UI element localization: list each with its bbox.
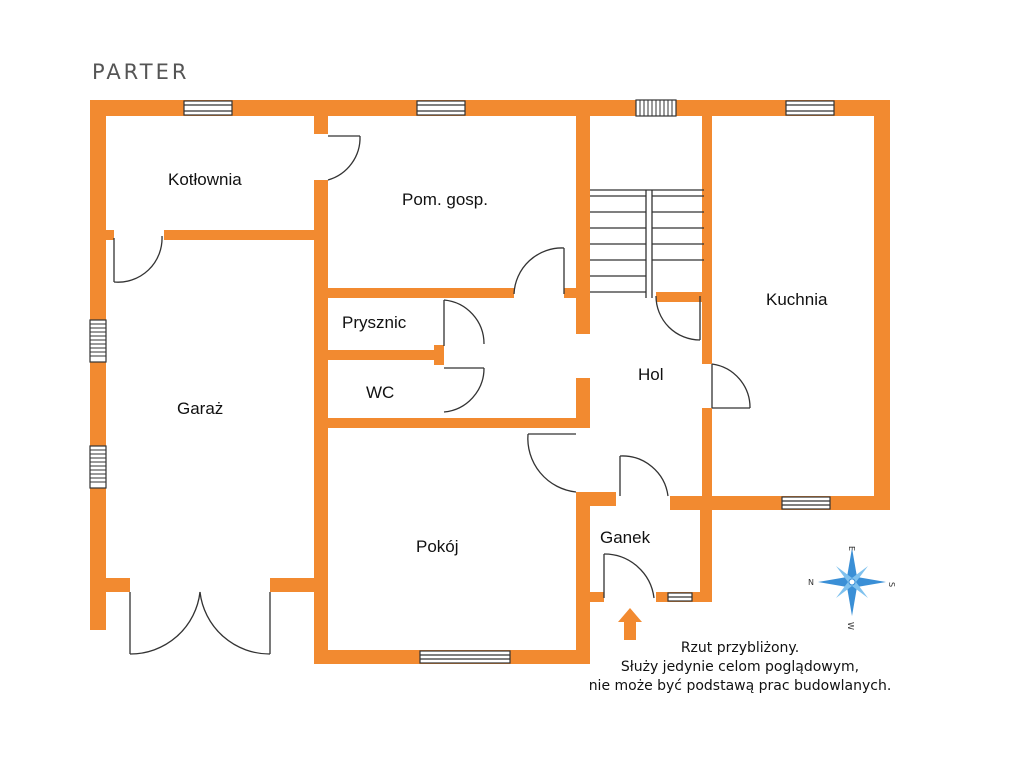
compass-n: N xyxy=(808,578,814,587)
wall-kitchen-bottom xyxy=(670,496,890,510)
door-kotlownia-pomgosp xyxy=(327,135,361,181)
entrance-arrow-icon xyxy=(618,608,642,640)
door-ganek-entrance xyxy=(603,553,655,599)
door-garage-double xyxy=(129,591,271,655)
wall-prysznic-wc xyxy=(324,350,444,360)
window-pokoj xyxy=(419,650,511,664)
wall-stair-bottom xyxy=(656,292,706,302)
room-label-prysznic: Prysznic xyxy=(342,313,407,332)
window-hol-louvered xyxy=(635,99,677,117)
compass-e: E xyxy=(847,546,856,551)
door-ganek-hol xyxy=(619,455,669,497)
wall-kotlownia-bottom xyxy=(164,230,318,240)
wall-wc-right-stub xyxy=(434,345,444,365)
windows xyxy=(89,99,835,664)
room-label-kotlownia: Kotłownia xyxy=(168,170,242,189)
disclaimer-line-2: Służy jedynie celom poglądowym, xyxy=(620,659,860,675)
room-label-pom-gosp: Pom. gosp. xyxy=(402,190,488,209)
door-pokoj xyxy=(527,433,577,493)
wall-garage-right xyxy=(314,180,328,592)
compass-rose-icon: E N S W xyxy=(808,546,896,630)
compass-s: S xyxy=(887,582,896,587)
wall-kitchen-left xyxy=(702,112,712,364)
wall-stair-left xyxy=(576,112,590,334)
door-kuchnia xyxy=(711,363,751,409)
window-kuchnia-bottom xyxy=(781,496,831,510)
floor-title: PARTER xyxy=(92,60,190,84)
wall-ganek-right xyxy=(700,500,712,600)
room-label-pokoj: Pokój xyxy=(416,537,459,556)
wall-pokoj-top xyxy=(324,418,590,428)
compass-w: W xyxy=(846,622,855,630)
staircase xyxy=(590,189,704,298)
window-ganek xyxy=(667,592,693,602)
wall-garage-bottom-right xyxy=(270,578,328,592)
door-pomgosp-hol xyxy=(513,247,565,295)
room-label-kuchnia: Kuchnia xyxy=(766,290,828,309)
door-stair xyxy=(655,295,701,341)
wall-outer-top xyxy=(90,100,890,116)
wall-outer-right xyxy=(874,100,890,510)
wall-outer-left xyxy=(90,100,106,630)
wall-kotlownia-bottom-stub xyxy=(100,230,114,240)
disclaimer-line-1: Rzut przybliżony. xyxy=(680,640,800,656)
wall-hol-bottom-left xyxy=(576,492,616,506)
doors xyxy=(113,135,751,655)
wall-kitchen-left-lower xyxy=(702,408,712,508)
window-garage-lower-louvered xyxy=(89,445,107,489)
wall-pokoj-left xyxy=(314,580,328,664)
disclaimer-line-3: nie może być podstawą prac budowlanych. xyxy=(588,678,892,694)
door-prysznic xyxy=(443,299,485,346)
wall-pokoj-right xyxy=(576,492,590,664)
room-label-wc: WC xyxy=(366,383,395,402)
door-wc xyxy=(443,367,485,413)
wall-garage-bottom-left xyxy=(90,578,130,592)
wall-ganek-bottom-left xyxy=(576,592,604,602)
door-kotlownia-garaz xyxy=(113,235,163,283)
room-label-garaz: Garaż xyxy=(177,399,224,418)
window-kotlownia xyxy=(183,100,233,116)
room-label-ganek: Ganek xyxy=(600,528,651,547)
disclaimer-note: Rzut przybliżony. Służy jedynie celom po… xyxy=(560,639,920,696)
window-garage-upper-louvered xyxy=(89,319,107,363)
wall-pokoj-top-right xyxy=(576,378,590,428)
window-kuchnia-top xyxy=(785,100,835,116)
wall-pomgosp-bottom xyxy=(324,288,514,298)
wall-kotlownia-right-top xyxy=(314,112,328,134)
room-label-hol: Hol xyxy=(638,365,664,384)
window-pom-gosp xyxy=(416,100,466,116)
